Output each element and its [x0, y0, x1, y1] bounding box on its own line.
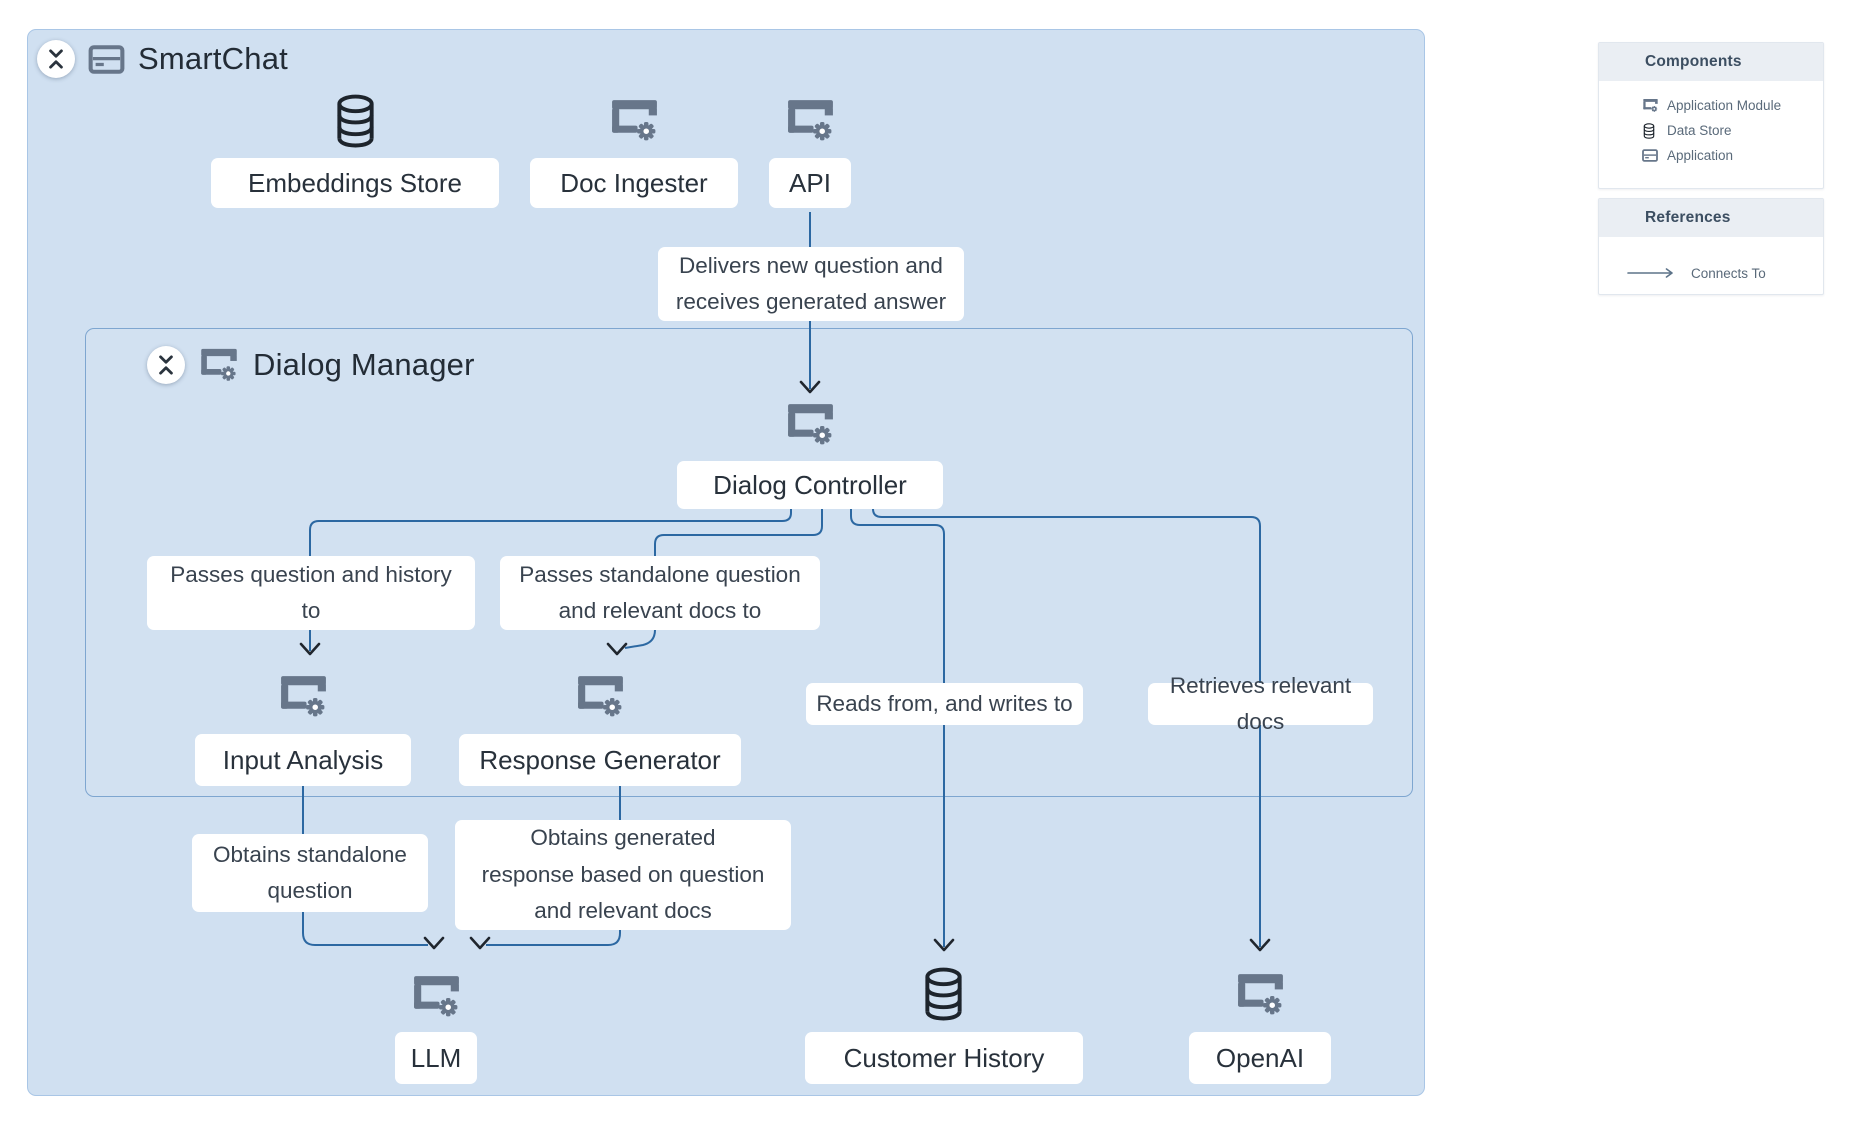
legend-components-title: Components	[1599, 43, 1823, 81]
node-doc-ingester[interactable]: Doc Ingester	[530, 158, 738, 208]
legend-item-application-module: Application Module	[1599, 93, 1823, 118]
node-input-analysis[interactable]: Input Analysis	[195, 734, 411, 786]
legend-references-panel: References Connects To	[1598, 198, 1824, 295]
application-module-icon[interactable]	[784, 398, 837, 451]
connects-to-arrow-icon	[1627, 267, 1679, 279]
application-module-icon[interactable]	[784, 94, 837, 147]
application-module-icon[interactable]	[608, 94, 661, 147]
edge-label-retrieves-docs[interactable]: Retrieves relevant docs	[1148, 673, 1373, 734]
node-embeddings-store[interactable]: Embeddings Store	[211, 158, 499, 208]
node-response-generator[interactable]: Response Generator	[459, 734, 741, 786]
node-dialog-controller[interactable]: Dialog Controller	[677, 461, 943, 509]
smartchat-header: SmartChat	[37, 40, 288, 78]
edge-label-obtains-generated[interactable]: Obtains generated response based on ques…	[455, 820, 791, 930]
smartchat-title: SmartChat	[138, 41, 288, 76]
legend-item-connects-to: Connects To	[1599, 251, 1823, 295]
application-module-icon[interactable]	[1234, 968, 1287, 1021]
legend-references-title: References	[1599, 199, 1823, 237]
node-api[interactable]: API	[769, 158, 851, 208]
data-store-icon[interactable]	[920, 966, 967, 1022]
application-icon	[1642, 149, 1667, 162]
collapse-icon	[43, 46, 69, 72]
node-customer-history[interactable]: Customer History	[805, 1032, 1083, 1084]
node-llm[interactable]: LLM	[395, 1032, 477, 1084]
smartchat-collapse-button[interactable]	[37, 40, 75, 78]
edge-label-obtains-standalone[interactable]: Obtains standalone question	[192, 834, 428, 912]
dialog-manager-collapse-button[interactable]	[147, 346, 185, 384]
application-module-icon[interactable]	[277, 670, 330, 723]
edge-label-passes-standalone-question[interactable]: Passes standalone question and relevant …	[500, 556, 820, 630]
dialog-manager-title: Dialog Manager	[253, 347, 475, 382]
application-module-icon[interactable]	[410, 970, 463, 1023]
legend-item-application: Application	[1599, 143, 1823, 168]
legend-components-panel: Components Application Module Data Store…	[1598, 42, 1824, 189]
application-module-icon	[1642, 97, 1667, 114]
application-icon	[88, 45, 125, 74]
collapse-icon	[153, 352, 179, 378]
node-openai[interactable]: OpenAI	[1189, 1032, 1331, 1084]
application-module-icon[interactable]	[574, 670, 627, 723]
data-store-icon	[1642, 123, 1667, 139]
edge-label-reads-writes[interactable]: Reads from, and writes to	[806, 683, 1083, 725]
dialog-manager-header: Dialog Manager	[147, 344, 475, 386]
edge-label-delivers-new-question[interactable]: Delivers new question and receives gener…	[658, 247, 964, 321]
legend-item-data-store: Data Store	[1599, 118, 1823, 143]
data-store-icon[interactable]	[332, 93, 379, 149]
application-module-icon	[198, 344, 240, 386]
edge-label-passes-question-history[interactable]: Passes question and history to	[147, 556, 475, 630]
